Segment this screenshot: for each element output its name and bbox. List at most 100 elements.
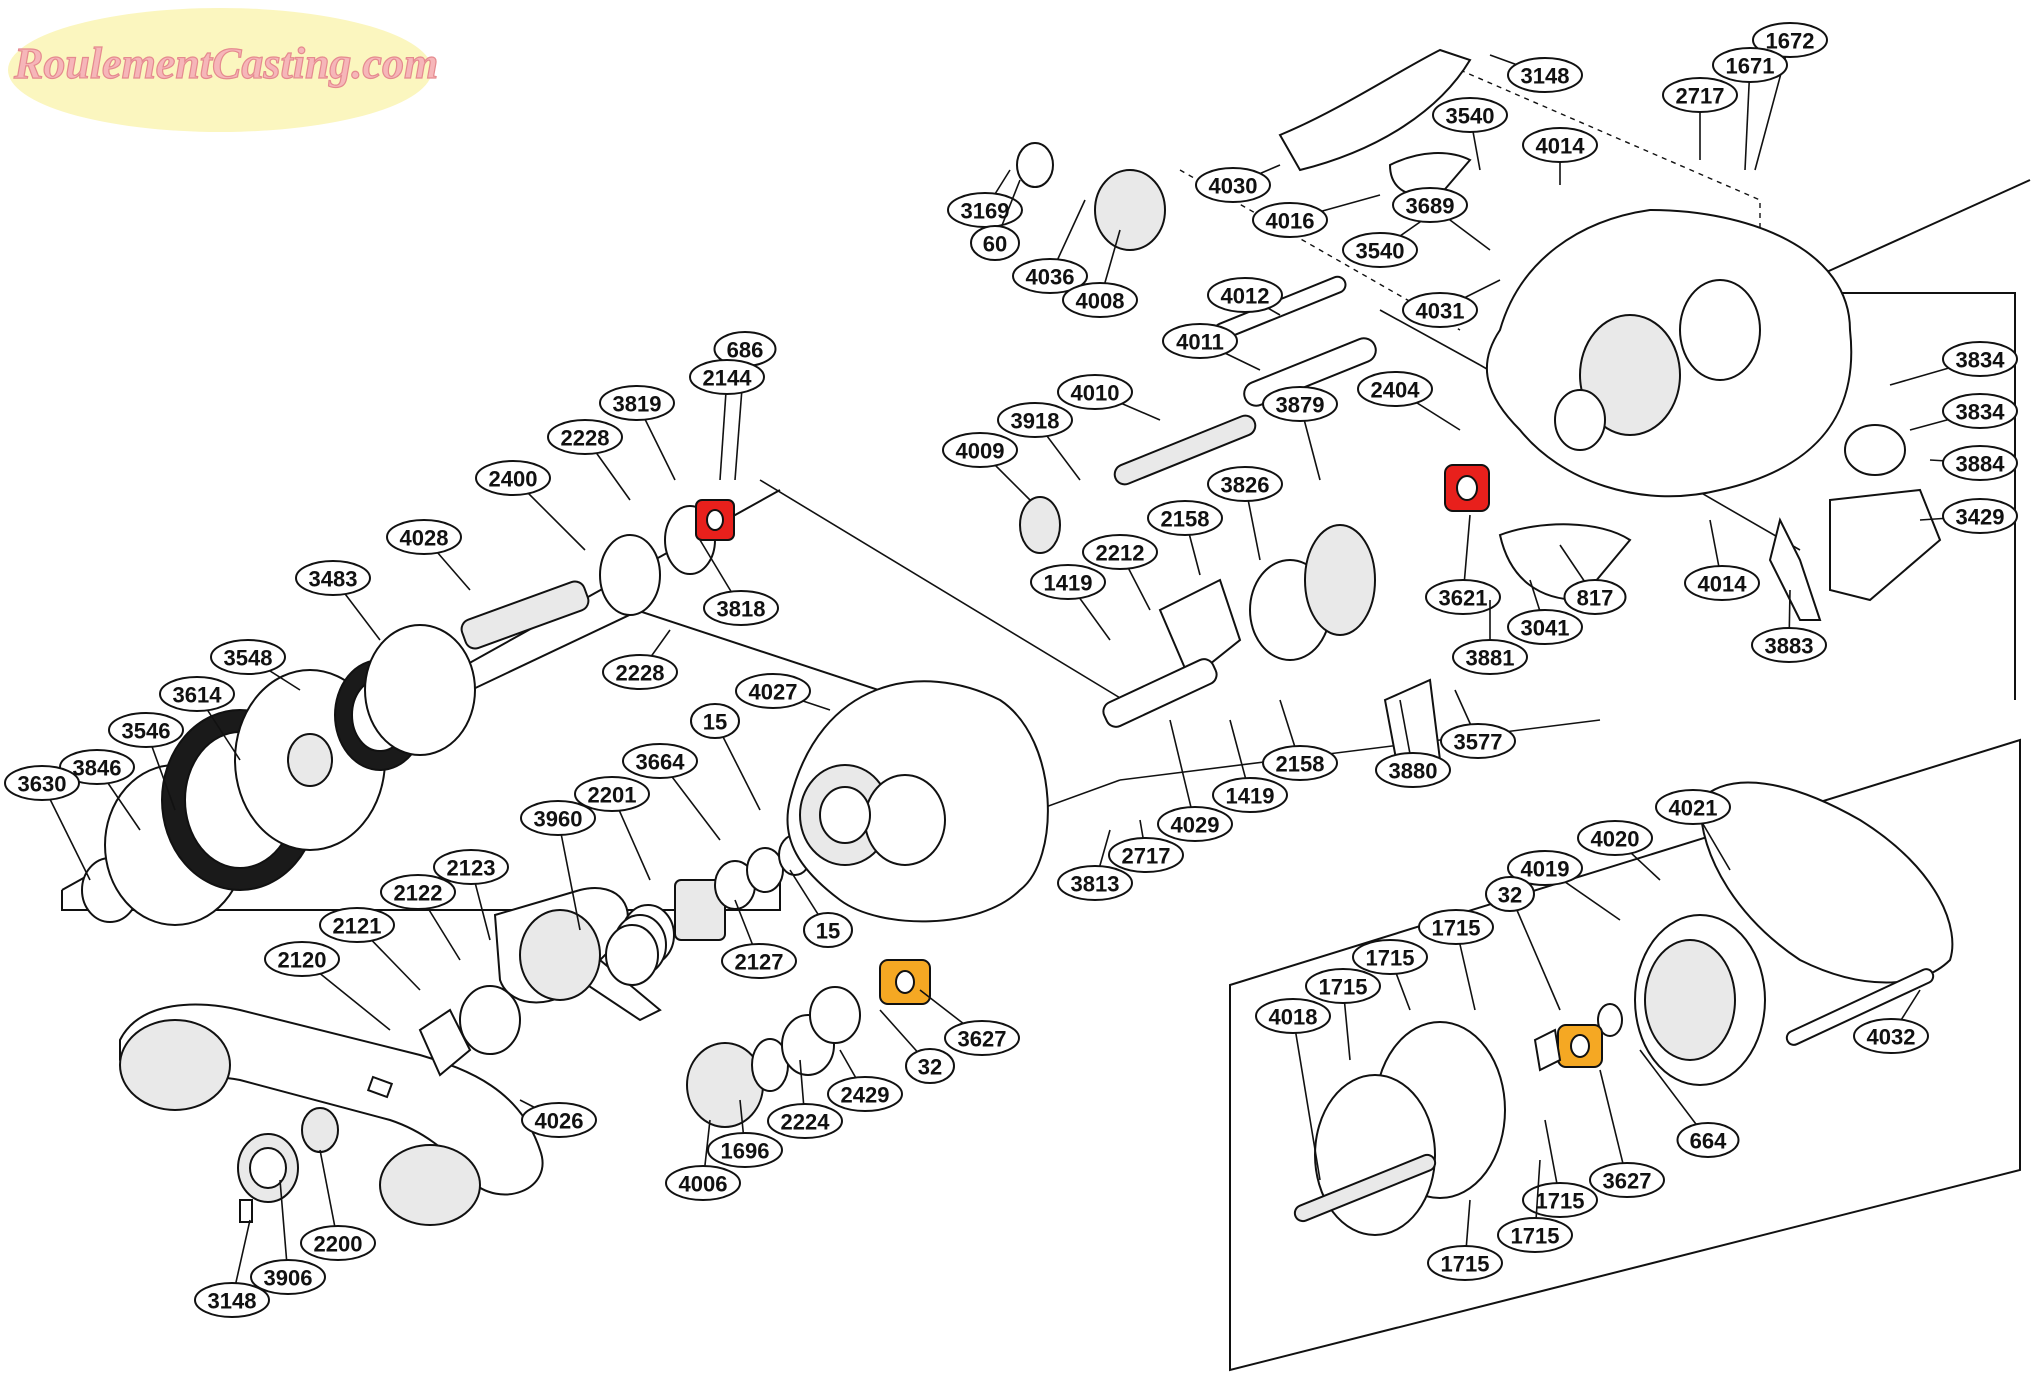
brand-logo: RoulementCasting.com <box>8 8 439 132</box>
logo-background <box>8 8 432 132</box>
part-callout-4021: 4021 <box>1655 789 1731 871</box>
callout-bubble <box>1108 837 1184 873</box>
part-callout-4020: 4020 <box>1577 820 1661 881</box>
callout-bubble <box>1342 232 1418 268</box>
callout-label: 2158 <box>1161 507 1210 532</box>
part-callout-2224: 2224 <box>767 1059 843 1139</box>
callout-label: 2158 <box>1276 752 1325 777</box>
part-callout-1419: 1419 <box>1030 564 1111 641</box>
part-callout-2127: 2127 <box>721 899 797 979</box>
part-callout-1419: 1419 <box>1212 719 1288 813</box>
callout-bubble <box>767 1103 843 1139</box>
callout-label: 3627 <box>1603 1169 1652 1194</box>
callout-label: 2144 <box>703 366 753 391</box>
part-callout-3664: 3664 <box>622 743 721 841</box>
callout-bubble <box>1452 639 1528 675</box>
part-callout-2404: 2404 <box>1357 371 1461 431</box>
callout-bubble <box>1352 939 1428 975</box>
callout-bubble <box>1662 77 1738 113</box>
callout-bubble <box>1751 627 1827 663</box>
callout-label: 4020 <box>1591 827 1640 852</box>
callout-bubble <box>1676 1122 1740 1158</box>
callout-label: 4019 <box>1521 857 1570 882</box>
callout-label: 3664 <box>636 750 686 775</box>
callout-label: 4030 <box>1209 174 1258 199</box>
part-callout-2429: 2429 <box>827 1049 903 1112</box>
callout-bubble <box>1942 498 2018 534</box>
callout-label: 3169 <box>961 199 1010 224</box>
callout-label: 3884 <box>1956 452 2006 477</box>
part-callout-4012: 4012 <box>1207 277 1283 316</box>
callout-label: 3041 <box>1521 616 1570 641</box>
callout-bubble <box>1577 820 1653 856</box>
callout-bubble <box>433 849 509 885</box>
callout-bubble <box>1427 1245 1503 1281</box>
part-callout-1671: 1671 <box>1712 47 1788 171</box>
part-callout-3627: 3627 <box>919 989 1020 1056</box>
callout-bubble <box>1752 22 1828 58</box>
frame-housing <box>1485 208 1853 498</box>
callout-label: 4018 <box>1269 1005 1318 1030</box>
part-callout-4014: 4014 <box>1684 519 1760 601</box>
part-callout-4010: 4010 <box>1057 374 1161 421</box>
callout-bubble <box>319 907 395 943</box>
callout-bubble <box>827 1076 903 1112</box>
callout-leader-line <box>1599 1069 1628 1181</box>
side-cover-right <box>1698 781 1954 1046</box>
handle-assembly <box>119 1003 544 1226</box>
callout-leader-line <box>557 817 581 931</box>
callout-label: 15 <box>703 710 727 735</box>
callout-bubble <box>1252 202 1328 238</box>
callout-label: 4028 <box>400 526 449 551</box>
callout-label: 3880 <box>1389 759 1438 784</box>
part-callout-3846: 3846 <box>59 749 141 831</box>
callout-label: 1672 <box>1766 29 1815 54</box>
part-callout-3548: 3548 <box>210 639 301 691</box>
callout-label: 4014 <box>1698 572 1748 597</box>
callout-bubble <box>59 749 135 785</box>
part-callout-1672: 1672 <box>1752 22 1828 171</box>
callout-label: 2201 <box>588 783 637 808</box>
part-callout-3880: 3880 <box>1375 699 1451 788</box>
callout-bubble <box>1432 97 1508 133</box>
callout-bubble <box>1147 500 1223 536</box>
part-callout-3884: 3884 <box>1929 445 2018 481</box>
part-callout-2158: 2158 <box>1147 500 1223 576</box>
callout-bubble <box>1057 374 1133 410</box>
callout-label: 4032 <box>1867 1025 1916 1050</box>
callout-label: 817 <box>1577 586 1614 611</box>
callout-label: 3960 <box>534 807 583 832</box>
callout-bubble <box>1255 998 1331 1034</box>
part-callout-3041: 3041 <box>1507 579 1583 645</box>
bearing-orange-left <box>879 959 931 1005</box>
part-callout-60: 60 <box>970 179 1021 261</box>
callout-bubble <box>803 912 853 948</box>
part-callout-2212: 2212 <box>1082 534 1158 611</box>
callout-bubble <box>1425 579 1501 615</box>
callout-label: 3540 <box>1446 104 1495 129</box>
callout-label: 4006 <box>679 1172 728 1197</box>
callout-label: 2404 <box>1371 378 1421 403</box>
callout-label: 3540 <box>1356 239 1405 264</box>
part-callout-4008: 4008 <box>1062 229 1138 318</box>
part-callout-4006: 4006 <box>665 1119 741 1201</box>
callout-bubble <box>944 1020 1020 1056</box>
part-callout-4032: 4032 <box>1853 989 1929 1054</box>
part-callout-3546: 3546 <box>108 712 184 811</box>
callout-bubble <box>1057 865 1133 901</box>
part-callout-2144: 2144 <box>689 359 765 481</box>
callout-label: 3918 <box>1011 409 1060 434</box>
bearing-red-left <box>695 499 735 541</box>
callout-bubble <box>1507 609 1583 645</box>
part-callout-1696: 1696 <box>707 1099 783 1168</box>
callout-bubble <box>1375 752 1451 788</box>
part-callout-4030: 4030 <box>1195 164 1281 203</box>
callout-bubble <box>1030 564 1106 600</box>
callout-label: 1715 <box>1432 916 1481 941</box>
callout-label: 3548 <box>224 646 273 671</box>
part-callout-3627: 3627 <box>1589 1069 1665 1198</box>
part-callout-4011: 4011 <box>1162 323 1261 371</box>
callout-bubble <box>1357 371 1433 407</box>
callout-bubble <box>475 460 551 496</box>
callout-bubble <box>1305 968 1381 1004</box>
